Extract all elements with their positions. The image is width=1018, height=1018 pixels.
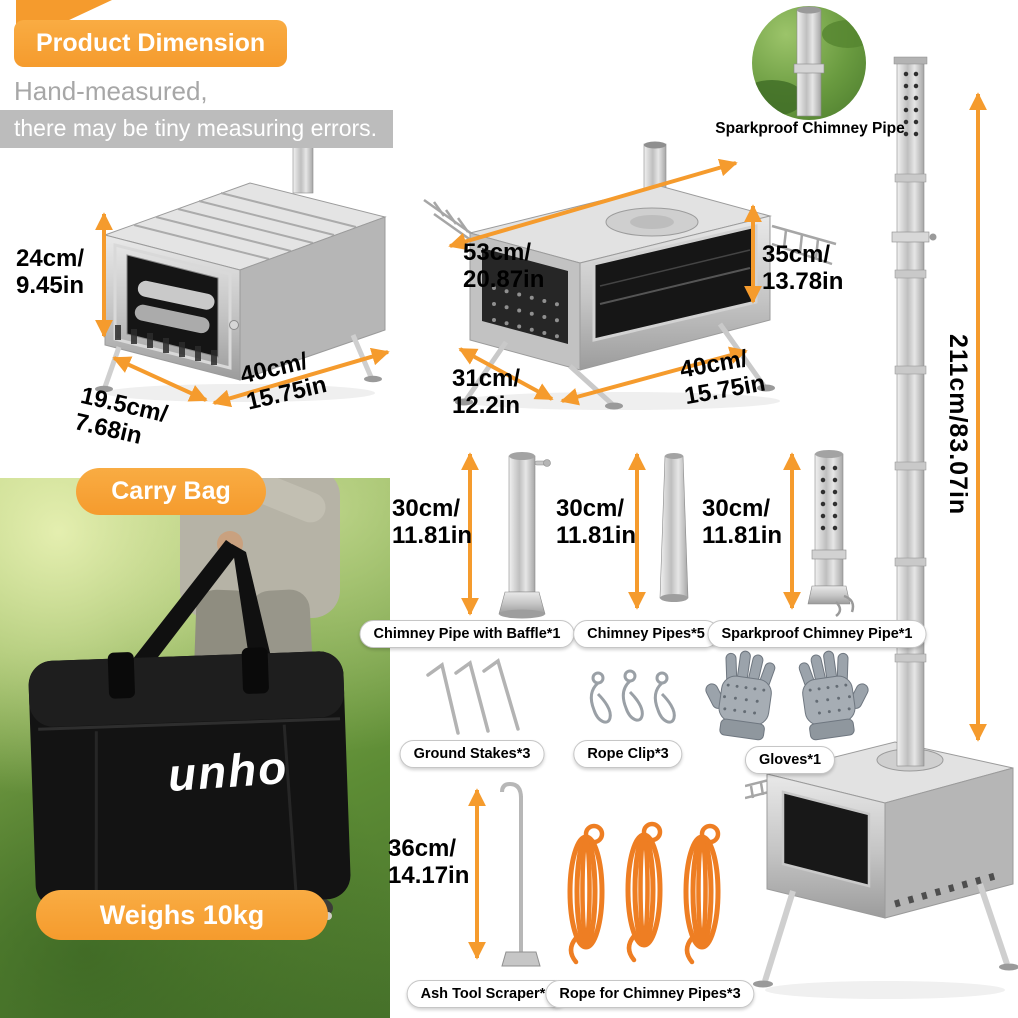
- label-sparkproof-chimney-pipe: Sparkproof Chimney Pipe*1: [707, 620, 927, 648]
- chimney-pipe-illustration: [659, 453, 689, 602]
- door-latch: [229, 320, 239, 330]
- bag-strap: [232, 544, 276, 678]
- sparkproof-closeup-photo: [752, 6, 866, 120]
- dim-stove-diagonal: 53cm/ 20.87in: [463, 239, 545, 293]
- stove-door-window: [781, 790, 871, 888]
- pipe-clamp: [811, 549, 847, 560]
- sparkproof-inset-label: Sparkproof Chimney Pipe: [715, 120, 905, 137]
- label-chimney-pipes: Chimney Pipes*5: [573, 620, 719, 648]
- dim-pipe-plain: 30cm/ 11.81in: [556, 495, 637, 549]
- chimney-assembly-illustration: [745, 56, 1018, 999]
- label-ash-tool-scraper: Ash Tool Scraper*1: [406, 980, 568, 1008]
- right-side-rack: [771, 224, 837, 266]
- carry-bag: [28, 647, 351, 909]
- carry-bag-logo: unho: [166, 740, 290, 802]
- label-chimney-pipe-with-baffle: Chimney Pipe with Baffle*1: [359, 620, 575, 648]
- label-rope-for-chimney-pipes: Rope for Chimney Pipes*3: [545, 980, 755, 1008]
- dim-ash-tool: 36cm/ 14.17in: [388, 835, 470, 889]
- sparkproof-pipe-illustration: [807, 450, 855, 617]
- perforated-panel: [482, 248, 568, 344]
- measure-note-line1: Hand-measured,: [14, 76, 208, 106]
- stove-legs: [762, 883, 1010, 982]
- tall-chimney-pipe: [891, 56, 937, 767]
- rope-clips-illustration: [589, 669, 676, 724]
- dim-shelf-height: 35cm/ 13.78in: [762, 241, 844, 295]
- dim-pipe-sparkproof: 30cm/ 11.81in: [702, 495, 783, 549]
- pipe-clamp: [793, 63, 825, 74]
- top-grill-rack: [133, 192, 357, 260]
- stove-front-illustration: [95, 136, 387, 402]
- dim-stove2-depth: 31cm/ 12.2in: [452, 365, 521, 419]
- pipe-clamp: [891, 231, 930, 243]
- measure-note-line2: there may be tiny measuring errors.: [0, 110, 394, 148]
- dim-chimney-total: 211cm/83.07in: [944, 334, 972, 516]
- weight-badge: Weighs 10kg: [36, 890, 328, 940]
- product-dimension-badge: Product Dimension: [14, 20, 288, 67]
- leaf: [822, 20, 866, 48]
- ground-stakes-illustration: [426, 658, 520, 735]
- label-gloves: Gloves*1: [744, 746, 836, 774]
- pipes-stored-inside: [134, 280, 215, 334]
- dim-stove-height: 24cm/ 9.45in: [16, 245, 85, 299]
- pipe-joints: [894, 173, 927, 663]
- carry-bag-badge: Carry Bag: [76, 468, 266, 515]
- bag-strap: [118, 540, 240, 678]
- dim-pipe-baffle: 30cm/ 11.81in: [392, 495, 473, 549]
- left-side-rack: [745, 778, 770, 800]
- ash-tool-illustration: [500, 781, 541, 967]
- label-rope-clip: Rope Clip*3: [573, 740, 683, 768]
- label-ground-stakes: Ground Stakes*3: [399, 740, 545, 768]
- chimney-pipe-with-baffle-illustration: [498, 452, 551, 619]
- gloves-illustration: [700, 650, 870, 743]
- ropes-illustration: [558, 818, 742, 970]
